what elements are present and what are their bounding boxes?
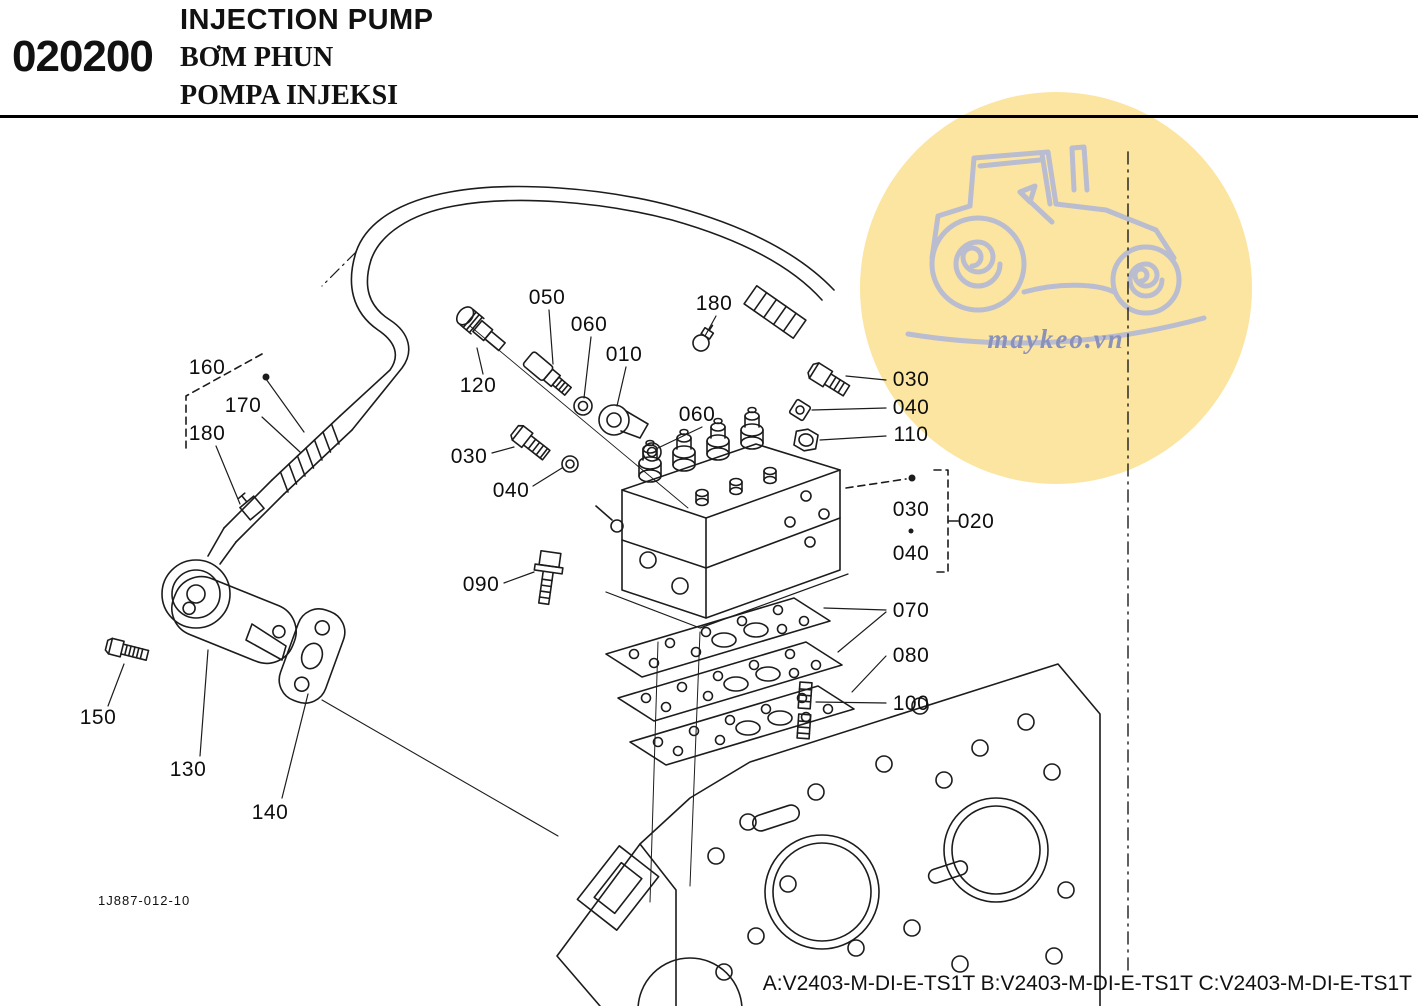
callout-030-group: 030 [892,498,930,521]
title-english: INJECTION PUMP [180,4,434,36]
leader-lines [107,309,887,799]
callout-120: 120 [459,374,497,397]
callout-080: 080 [892,644,930,667]
applicable-model-codes: A:V2403-M-DI-E-TS1T B:V2403-M-DI-E-TS1T … [762,972,1412,995]
callout-130: 130 [169,758,207,781]
group-brackets [185,353,959,573]
drawing-number: 1J887-012-10 [98,893,191,908]
callout-180-left: 180 [188,422,226,445]
coil-spring-pipe [207,415,353,565]
header-divider [0,115,1418,118]
tractor-icon [905,144,1207,346]
cylinder-head [556,663,1101,1006]
callout-030-left: 030 [450,445,488,468]
callout-180-top: 180 [695,292,733,315]
right-fasteners [788,362,851,452]
stud-bolt-100 [796,681,813,740]
title-vietnamese: BƠM PHUN [180,42,334,73]
fuel-hose [339,185,835,431]
joint-gasket-140 [278,608,346,704]
callout-140: 140 [251,801,289,824]
bolt-150 [104,637,150,661]
callout-090: 090 [462,573,500,596]
callout-040-group: 040 [892,542,930,565]
callout-060-b: 060 [678,403,716,426]
callout-110: 110 [893,423,929,446]
callout-040-right: 040 [892,396,930,419]
watermark-site-name: maykeo.vn [987,324,1125,354]
callout-070: 070 [892,599,930,622]
callout-150: 150 [79,706,117,729]
callout-170: 170 [224,394,262,417]
flange-bolt-090 [533,549,564,606]
callout-040-left: 040 [492,479,530,502]
watermark-badge: maykeo.vn [860,92,1252,484]
hose-clamp-top [692,324,715,352]
callout-100: 100 [892,692,930,715]
callout-160: 160 [188,356,226,379]
feed-pump-assembly [104,559,559,837]
callout-020: 020 [957,510,995,533]
callout-060: 060 [570,313,608,336]
banjo-bolt-030 [510,424,551,461]
section-code: 020200 [12,32,154,81]
callout-030-right: 030 [892,368,930,391]
banjo-cluster [455,306,689,509]
injection-pump-body [595,406,849,629]
title-indonesian: POMPA INJEKSI [180,80,399,111]
eye-joint-010 [598,404,649,439]
callout-010: 010 [605,343,643,366]
hose-clamp-left [237,492,265,521]
callout-050: 050 [528,286,566,309]
joint-bolt-120 [455,306,506,352]
overflow-valve-050 [522,351,572,396]
